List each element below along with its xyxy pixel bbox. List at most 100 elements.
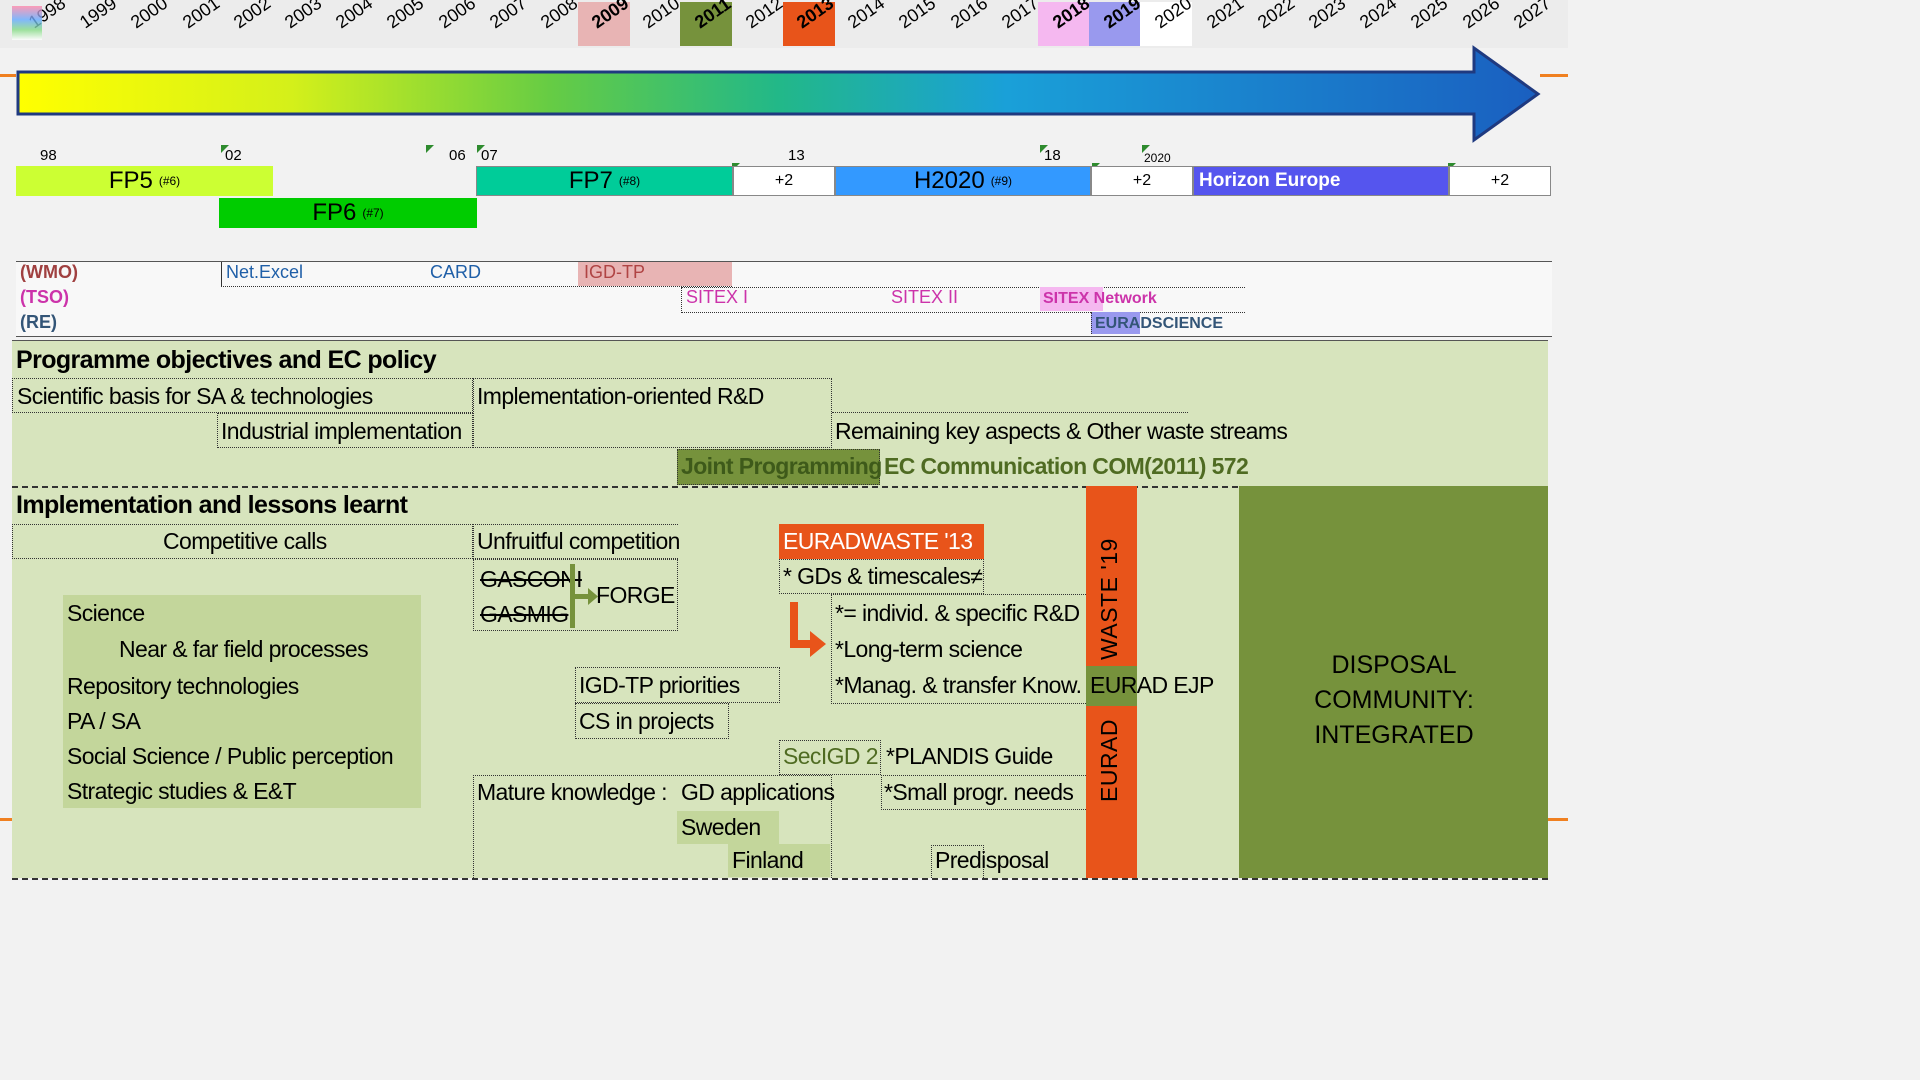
year-label: 2013 [793,0,849,46]
network-sitex1: SITEX I [686,287,749,307]
predisposal-box [931,845,984,878]
network-sitex2: SITEX II [891,287,959,307]
fp-year-2020: 2020 [1144,151,1171,165]
section-objectives-title: Programme objectives and EC policy [16,346,437,374]
year-label: 1999 [76,0,132,46]
year-text: 2008 [536,0,582,33]
fp5-label: FP5 [108,167,153,194]
h2020-extension: +2 [1091,166,1193,196]
year-label: 2026 [1459,0,1515,46]
gd-applications: GD applications [681,779,835,805]
unfruitful-box [473,524,678,559]
eurad-ejp: EURAD EJP [1090,672,1214,698]
fp-year-18: 18 [1044,147,1061,164]
horizon-europe-extension: +2 [1449,166,1551,196]
merge-arrow-icon [570,564,598,628]
cs-in-projects: CS in projects [579,708,714,734]
eurad-part: EURAD [1095,315,1152,332]
competitive-calls: Competitive calls [163,528,327,554]
h2020-bar: H2020(#9) [835,166,1091,196]
network-euradscience: EURADSCIENCE [1095,315,1223,333]
year-text: 2024 [1356,0,1401,33]
network-card: CARD [430,262,482,282]
disposal-community-box [1239,486,1548,878]
science-item: Strategic studies & E&T [67,778,297,804]
network-igdtp: IGD-TP [584,262,645,282]
horizon-europe-bar: Horizon Europe [1193,166,1449,196]
role-re: (RE) [20,312,57,332]
unfruitful: Unfruitful competition [477,528,680,554]
year-label: 2016 [947,0,1003,46]
marker-icon [477,145,485,153]
year-label: 2019 [1100,0,1156,46]
year-text: 2019 [1100,0,1145,33]
year-highlight-2018 [1038,2,1090,46]
year-text: 2010 [639,0,684,33]
disposal-community: DISPOSAL COMMUNITY: INTEGRATED [1314,651,1474,749]
science-item: Repository technologies [67,673,299,699]
secigd-box [779,740,881,775]
year-label: 2018 [1049,0,1105,46]
fp-year-98: 98 [40,147,57,164]
role-wmo: (WMO) [20,262,78,282]
mature-box [473,775,832,878]
year-label: 2010 [639,0,695,46]
mature-knowledge: Mature knowledge : [477,779,668,805]
network-netexcel: Net.Excel [226,262,304,282]
forge: FORGE [596,582,675,608]
tso-band [681,287,1245,313]
euradwaste19-label-b: WASTE '19 [1096,538,1122,660]
gas-box [473,559,678,631]
impl-rd: Implementation-oriented R&D [477,383,764,409]
year-text: 2027 [1509,0,1555,33]
year-label: 2027 [1510,0,1566,46]
year-highlight-2013 [783,2,835,46]
year-label: 2000 [127,0,183,46]
year-text: 1999 [76,0,121,33]
igdtp-band [578,262,732,286]
year-label: 2005 [383,0,439,46]
year-text: 2018 [1048,0,1094,33]
section-divider [12,486,1548,488]
year-label: 2009 [588,0,644,46]
h2020-label: H2020 [913,167,985,194]
science-item: Social Science / Public perception [67,743,394,769]
orange-rule-bottom-left [0,818,12,821]
year-text: 2011 [690,0,735,33]
sweden-box [677,811,779,844]
fp5-sub: (#6) [158,174,181,188]
industrial-box [217,413,473,448]
year-text: 2009 [588,0,633,33]
finland: Finland [732,847,804,873]
remaining: Remaining key aspects & Other waste stre… [835,418,1288,444]
ec-communication: EC Communication COM(2011) 572 [884,453,1249,479]
year-text: 2022 [1253,0,1299,33]
fp7-label: FP7 [568,167,613,194]
year-label: 2025 [1407,0,1463,46]
small-progr-needs: *Small progr. needs [884,779,1074,805]
horizon-europe-label: Horizon Europe [1199,170,1341,191]
fp6-label: FP6 [312,199,357,226]
small-progr-box [881,775,1086,810]
orange-rule-left [0,74,16,77]
euradwaste13-box [779,524,984,559]
year-label: 2023 [1305,0,1361,46]
orange-rule-right [1540,74,1568,77]
euradwaste13-details-box [831,594,1086,704]
igdtp-prio-box [575,667,780,703]
year-label: 2024 [1356,0,1412,46]
fp-year-13: 13 [788,147,805,164]
network-part: Network [1089,290,1157,307]
orange-rule-bottom-right [1548,818,1568,821]
time-arrow [16,45,1541,143]
year-label: 2007 [486,0,542,46]
year-label: 2001 [179,0,235,46]
year-highlight-2011 [680,2,732,46]
year-text: 2021 [1202,0,1247,33]
year-highlight-2009 [578,2,630,46]
year-label: 2003 [281,0,337,46]
year-text: 2026 [1458,0,1503,33]
science-item: PA / SA [67,708,141,734]
year-label: 2002 [230,0,286,46]
year-highlight-2020 [1140,2,1192,46]
